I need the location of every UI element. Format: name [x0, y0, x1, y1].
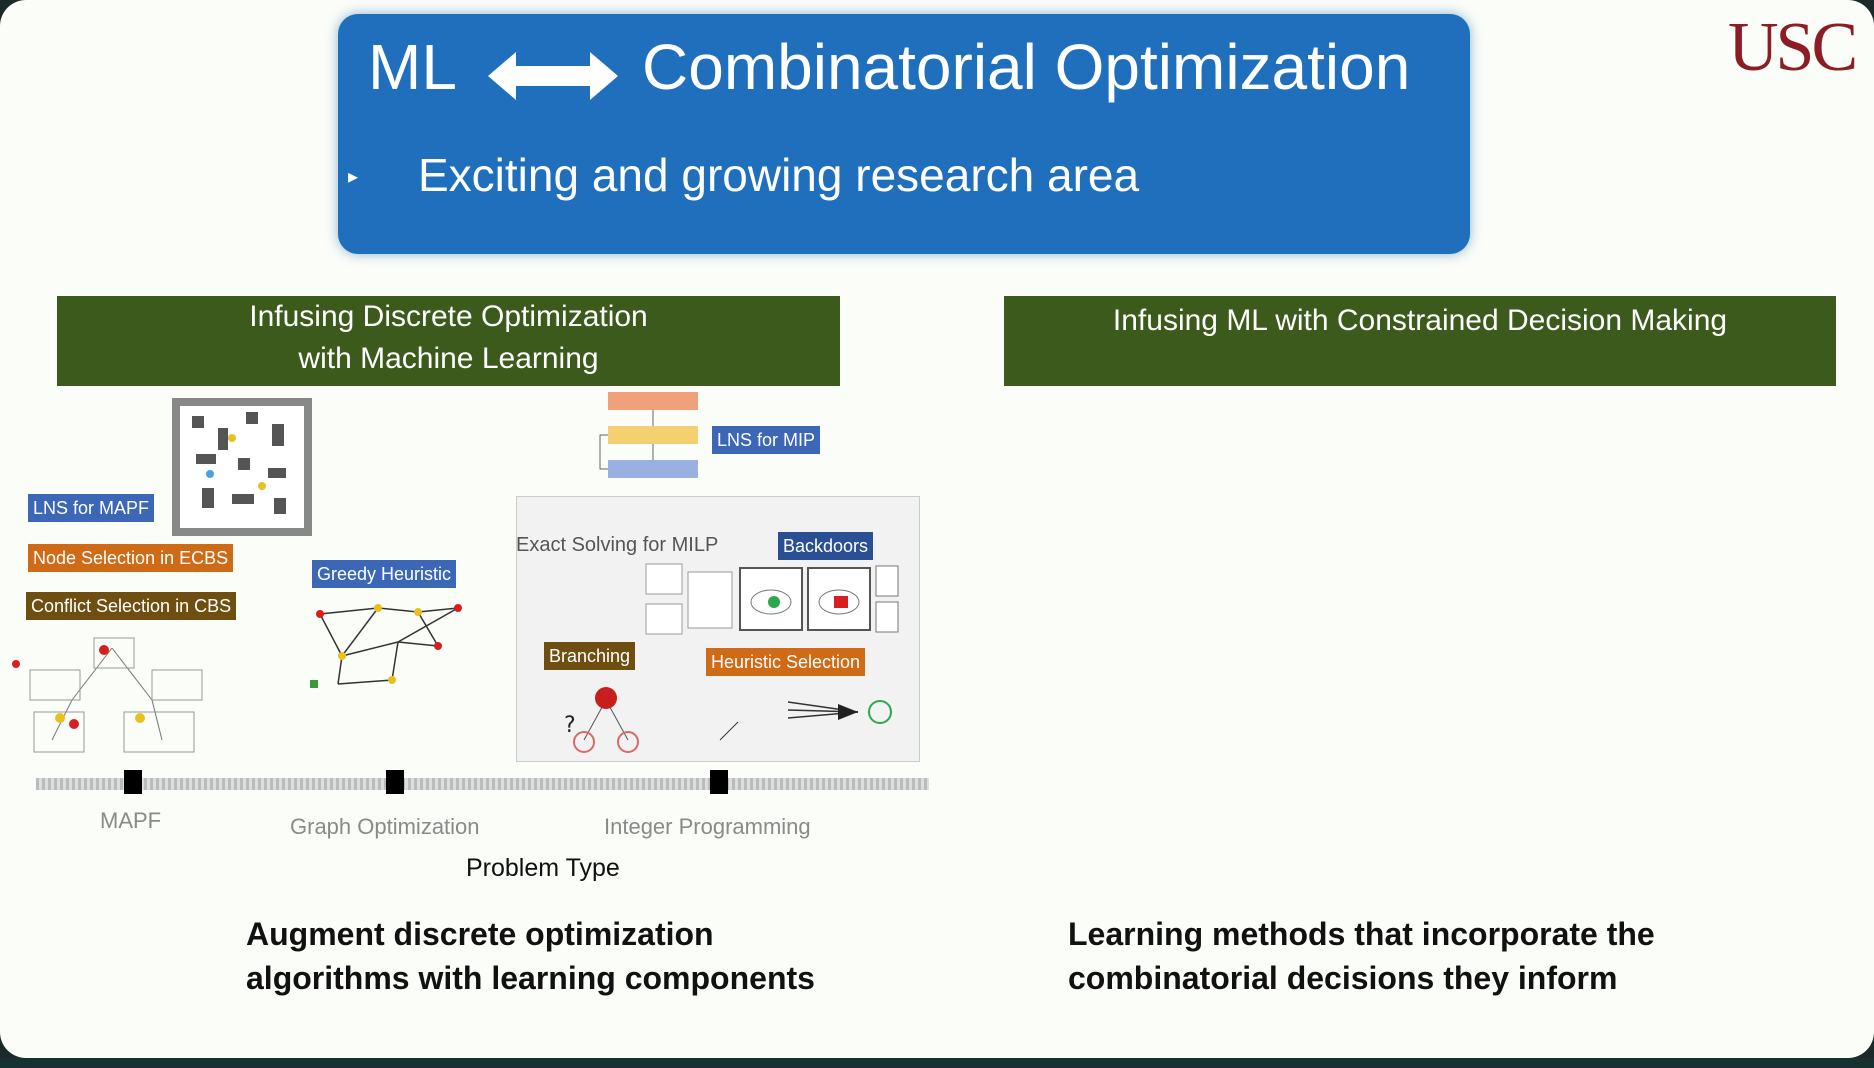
title-ml: ML: [368, 31, 457, 103]
axis-tick-integer: [710, 770, 728, 794]
heuristic-funnel-image: [719, 700, 892, 741]
problem-type-axis: [36, 778, 929, 790]
description-right-line2: combinatorial decisions they inform: [1068, 960, 1618, 996]
mapf-grid-image: [172, 398, 312, 536]
lns-mip-flow-image: [599, 392, 698, 478]
description-left: Augment discrete optimization algorithms…: [246, 912, 906, 1000]
bottom-strip: [0, 1058, 1874, 1068]
description-left-line2: algorithms with learning components: [246, 960, 815, 996]
section-header-right: Infusing ML with Constrained Decision Ma…: [1004, 296, 1836, 386]
usc-logo: USC: [1728, 9, 1858, 86]
tag-node-selection-ecbs: Node Selection in ECBS: [28, 544, 234, 572]
axis-title: Problem Type: [466, 854, 620, 882]
axis-label-mapf: MAPF: [100, 808, 162, 833]
title-box: ML Combinatorial Optimization ▸ Exciting…: [338, 14, 1470, 254]
branching-tree-image: ?: [564, 687, 639, 753]
tag-backdoors: Backdoors: [778, 532, 874, 560]
title-subtitle: Exciting and growing research area: [418, 149, 1140, 201]
section-header-left-line1: Infusing Discrete Optimization: [249, 300, 648, 333]
cbs-tree-image: [12, 637, 203, 753]
description-left-line1: Augment discrete optimization: [246, 916, 714, 952]
bullet-icon: ▸: [348, 166, 359, 188]
axis-label-graph-optimization: Graph Optimization: [290, 814, 480, 839]
section-header-left: Infusing Discrete Optimization with Mach…: [57, 296, 840, 386]
title-combinatorial-optimization: Combinatorial Optimization: [642, 31, 1411, 103]
tag-heuristic-selection: Heuristic Selection: [706, 648, 866, 676]
exact-solving-label: Exact Solving for MILP: [516, 534, 719, 556]
section-header-left-line2: with Machine Learning: [298, 342, 599, 375]
double-arrow-icon: [488, 52, 618, 100]
tag-greedy-heuristic: Greedy Heuristic: [312, 560, 457, 588]
tag-branching: Branching: [544, 642, 636, 670]
tag-lns-for-mapf: LNS for MAPF: [28, 494, 155, 522]
tag-conflict-selection-cbs: Conflict Selection in CBS: [26, 592, 237, 620]
tag-lns-for-mip: LNS for MIP: [712, 426, 821, 454]
axis-tick-graph: [386, 770, 404, 794]
description-right: Learning methods that incorporate the co…: [1068, 912, 1768, 1000]
svg-text:?: ?: [564, 713, 576, 738]
backdoor-pipeline-image: [645, 563, 899, 635]
axis-label-integer-programming: Integer Programming: [604, 814, 811, 839]
axis-tick-mapf: [124, 770, 142, 794]
graph-image: [310, 604, 462, 688]
description-right-line1: Learning methods that incorporate the: [1068, 916, 1655, 952]
